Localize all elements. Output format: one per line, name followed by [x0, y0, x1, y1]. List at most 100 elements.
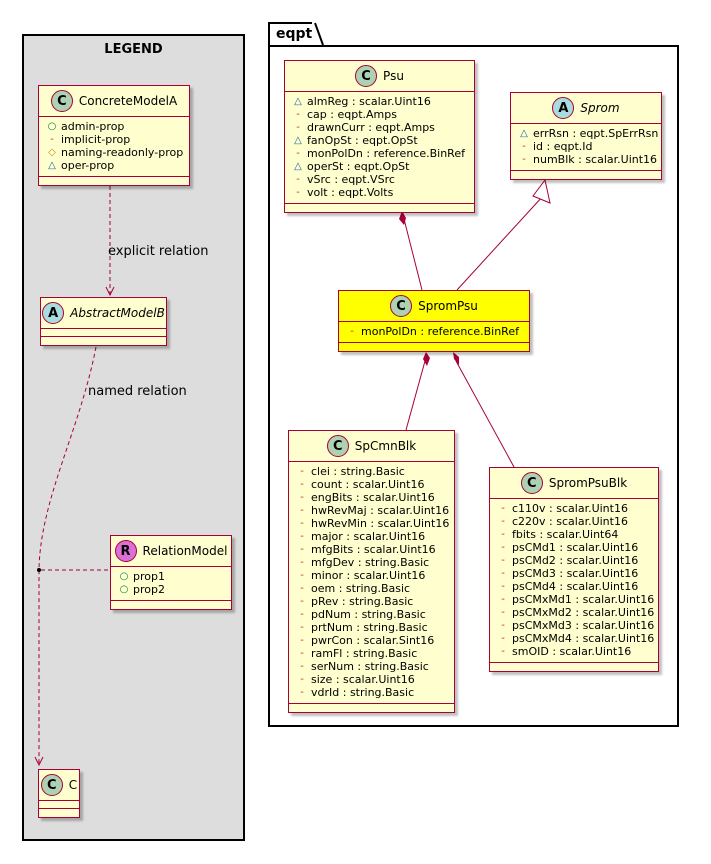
- attribute-row: -monPolDn : reference.BinRef: [347, 325, 523, 338]
- attribute-row: -c110v : scalar.Uint16: [498, 502, 652, 515]
- attribute-text: fbits : scalar.Uint64: [512, 528, 619, 541]
- visibility-icon: -: [501, 515, 505, 527]
- attribute-text: count : scalar.Uint16: [311, 478, 425, 491]
- class-name: C: [68, 777, 78, 792]
- attribute-row: -volt : eqpt.Volts: [293, 186, 468, 199]
- class-stereotype-icon: C: [50, 90, 73, 112]
- attribute-text: c220v : scalar.Uint16: [512, 515, 628, 528]
- class-name: RelationModel: [142, 543, 228, 558]
- visibility-icon: -: [300, 478, 304, 490]
- spcmnblk-composition-edge: [405, 360, 426, 431]
- visibility-icon: △: [48, 159, 56, 171]
- attribute-text: clei : string.Basic: [311, 465, 405, 478]
- visibility-icon: -: [300, 465, 304, 477]
- explicit-relation-label: explicit relation: [108, 244, 209, 259]
- attribute-text: implicit-prop: [61, 133, 131, 146]
- attribute-row: -vdrId : string.Basic: [297, 686, 448, 699]
- attribute-row: -pdNum : string.Basic: [297, 608, 448, 621]
- class-stereotype-icon: C: [390, 295, 413, 317]
- visibility-icon: -: [296, 186, 300, 198]
- attribute-row: -fbits : scalar.Uint64: [498, 528, 652, 541]
- visibility-icon: -: [300, 569, 304, 581]
- visibility-icon: △: [294, 134, 302, 146]
- attribute-text: numBlk : scalar.Uint16: [533, 153, 658, 166]
- attribute-row: -psCMd1 : scalar.Uint16: [498, 541, 652, 554]
- psu-composition-diamond: [399, 211, 406, 225]
- visibility-icon: -: [501, 632, 505, 644]
- attribute-row: -clei : string.Basic: [297, 465, 448, 478]
- attribute-row: △fanOpSt : eqpt.OpSt: [293, 134, 468, 147]
- attribute-row: -id : eqpt.Id: [519, 140, 655, 153]
- psu-composition-edge: [402, 214, 423, 291]
- attribute-text: psCMd4 : scalar.Uint16: [512, 580, 639, 593]
- visibility-icon: -: [501, 567, 505, 579]
- attribute-row: -monPolDn : reference.BinRef: [293, 147, 468, 160]
- visibility-icon: -: [300, 504, 304, 516]
- attribute-text: prop2: [133, 583, 165, 596]
- attribute-text: vdrId : string.Basic: [311, 686, 415, 699]
- attribute-text: psCMxMd2 : scalar.Uint16: [512, 606, 655, 619]
- visibility-icon: ○: [47, 120, 57, 132]
- class-name: ConcreteModelA: [78, 93, 178, 108]
- visibility-icon: -: [300, 621, 304, 633]
- sprom-generalization-edge: [456, 195, 544, 291]
- attribute-row: -psCMxMd1 : scalar.Uint16: [498, 593, 654, 606]
- attribute-row: -size : scalar.Uint16: [297, 673, 448, 686]
- visibility-icon: -: [501, 619, 505, 631]
- visibility-icon: △: [294, 95, 302, 107]
- named-relation-label: named relation: [88, 384, 187, 399]
- visibility-icon: -: [300, 673, 304, 685]
- attribute-text: major : scalar.Uint16: [311, 530, 426, 543]
- attribute-text: prop1: [133, 570, 165, 583]
- class-sprom[interactable]: A Sprom △ errRsn : eqpt.SpErrRsn-id : eqpt…: [510, 92, 662, 180]
- attribute-row: -cap : eqpt.Amps: [293, 108, 468, 121]
- relation-junction: [37, 568, 41, 572]
- attribute-row: -oem : string.Basic: [297, 582, 448, 595]
- attribute-row: ○prop1: [119, 570, 225, 583]
- attribute-row: -serNum : string.Basic: [297, 660, 448, 673]
- attribute-row: △operSt : eqpt.OpSt: [293, 160, 468, 173]
- attribute-row: -smOID : scalar.Uint16: [498, 645, 652, 658]
- attribute-text: psCMd3 : scalar.Uint16: [512, 567, 639, 580]
- attribute-text: psCMxMd3 : scalar.Uint16: [512, 619, 655, 632]
- class-name: SpCmnBlk: [354, 438, 417, 453]
- class-name: Sprom: [580, 100, 620, 115]
- attribute-row: -psCMxMd2 : scalar.Uint16: [498, 606, 655, 619]
- visibility-icon: -: [296, 121, 300, 133]
- attribute-text: pdNum : string.Basic: [311, 608, 426, 621]
- attribute-row: -psCMd3 : scalar.Uint16: [498, 567, 652, 580]
- attribute-list: -c110v : scalar.Uint16-c220v : scalar.Ui…: [490, 499, 658, 662]
- attribute-text: errRsn : eqpt.SpErrRsn: [533, 127, 659, 140]
- attribute-text: oper-prop: [61, 159, 115, 172]
- attribute-text: id : eqpt.Id: [533, 140, 593, 153]
- visibility-icon: -: [300, 634, 304, 646]
- attribute-row: △ almReg : scalar.Uint16: [293, 95, 468, 108]
- abstract-stereotype-icon: A: [552, 97, 575, 119]
- attribute-row: -psCMxMd4 : scalar.Uint16: [498, 632, 654, 645]
- sprom-generalization-triangle: [532, 178, 551, 204]
- visibility-icon: -: [296, 147, 300, 159]
- visibility-icon: -: [300, 530, 304, 542]
- attribute-list: -clei : string.Basic-count : scalar.Uint…: [289, 462, 454, 703]
- visibility-icon: -: [300, 660, 304, 672]
- attribute-text: ramFl : string.Basic: [311, 647, 418, 660]
- attribute-row: -major : scalar.Uint16: [297, 530, 448, 543]
- attribute-row: -ramFl : string.Basic: [297, 647, 448, 660]
- visibility-icon: △: [520, 127, 528, 139]
- attribute-text: almReg : scalar.Uint16: [307, 95, 431, 108]
- abstract-stereotype-icon: A: [42, 302, 65, 324]
- class-name: SpromPsuBlk: [548, 475, 628, 490]
- attribute-text: serNum : string.Basic: [311, 660, 429, 673]
- visibility-icon: -: [501, 528, 505, 540]
- visibility-icon: -: [300, 556, 304, 568]
- visibility-icon: -: [300, 608, 304, 620]
